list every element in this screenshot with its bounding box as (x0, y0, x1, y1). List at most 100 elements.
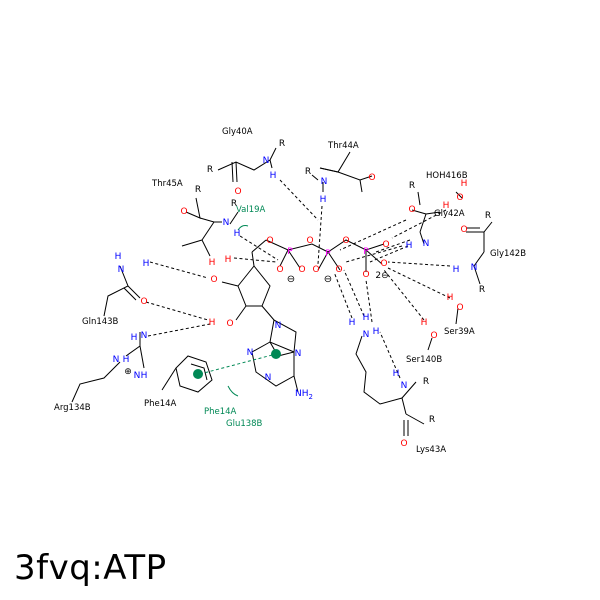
svg-text:R: R (195, 185, 201, 195)
svg-text:H: H (349, 318, 356, 328)
svg-text:O: O (456, 193, 463, 203)
svg-text:R: R (207, 165, 213, 175)
svg-text:O: O (210, 275, 217, 285)
svg-text:N: N (247, 348, 254, 358)
svg-text:O: O (408, 205, 415, 215)
svg-text:H: H (421, 318, 428, 328)
svg-text:H: H (123, 355, 130, 365)
svg-text:2⊖: 2⊖ (375, 271, 388, 281)
label-val19a: Val19A (236, 205, 266, 215)
svg-text:O: O (234, 187, 241, 197)
label-thr45a: Thr45A (151, 179, 183, 189)
svg-text:O: O (312, 265, 319, 275)
svg-text:H: H (270, 171, 277, 181)
bond-skeleton (71, 147, 493, 436)
svg-text:P: P (325, 249, 331, 259)
label-gly40a: Gly40A (222, 127, 253, 137)
svg-text:P: P (287, 247, 293, 257)
label-hoh416b: HOH416B (426, 171, 468, 181)
label-arg134b: Arg134B (54, 403, 91, 413)
svg-text:H: H (209, 318, 216, 328)
svg-text:N: N (263, 156, 270, 166)
label-gly142b: Gly142B (490, 249, 526, 259)
label-glu138b: Glu138B (226, 419, 263, 429)
svg-text:R: R (423, 377, 429, 387)
svg-text:N: N (423, 239, 430, 249)
svg-text:H: H (363, 313, 370, 323)
glu138b-contact-arc (227, 385, 239, 397)
r-groups: R R R R R R R R R R (195, 139, 491, 425)
svg-text:H: H (209, 258, 216, 268)
svg-text:O: O (382, 240, 389, 250)
svg-text:H: H (320, 195, 327, 205)
diagram-title: 3fvq:ATP (14, 548, 167, 588)
svg-text:N: N (223, 218, 230, 228)
svg-text:O: O (380, 259, 387, 269)
label-phe14a-contact: Phe14A (204, 407, 237, 417)
svg-text:O: O (276, 265, 283, 275)
svg-text:R: R (231, 199, 237, 209)
label-gln143b: Gln143B (82, 317, 119, 327)
svg-text:R: R (305, 167, 311, 177)
svg-text:H: H (115, 252, 122, 262)
residue-labels: Gly40A Thr44A Thr45A HOH416B Gly42A Gly1… (54, 127, 526, 455)
svg-text:N: N (118, 265, 125, 275)
svg-text:H: H (461, 179, 468, 189)
adenine-ring-centroid (271, 349, 281, 359)
svg-text:NH2: NH2 (295, 389, 313, 401)
hydrophobic-contact-line (199, 353, 277, 375)
svg-text:⊖: ⊖ (287, 274, 295, 285)
svg-text:N: N (471, 263, 478, 273)
svg-text:O: O (400, 439, 407, 449)
svg-text:H: H (447, 293, 454, 303)
svg-text:H: H (453, 265, 460, 275)
svg-text:H: H (393, 369, 400, 379)
svg-text:O: O (430, 331, 437, 341)
svg-text:N: N (321, 177, 328, 187)
svg-text:N: N (275, 321, 282, 331)
hydrogen-bonds (145, 179, 451, 379)
svg-text:R: R (279, 139, 285, 149)
svg-text:O: O (342, 236, 349, 246)
label-ser140b: Ser140B (406, 355, 442, 365)
hydrophobic-labels: Val19A Phe14A Glu138B (204, 205, 266, 429)
svg-text:O: O (460, 225, 467, 235)
svg-text:H: H (141, 371, 148, 381)
svg-text:O: O (306, 236, 313, 246)
svg-text:H: H (143, 259, 150, 269)
svg-text:N: N (363, 330, 370, 340)
label-thr44a: Thr44A (327, 141, 359, 151)
svg-text:O: O (180, 207, 187, 217)
phosphorus-atoms: P P P (287, 247, 369, 259)
svg-text:N: N (141, 331, 148, 341)
oxygen-atoms: O O O H O H O H O O O O O O O O O O O O … (140, 173, 467, 449)
svg-text:O: O (335, 265, 342, 275)
label-phe14a: Phe14A (144, 399, 177, 409)
svg-text:O: O (140, 297, 147, 307)
svg-text:H: H (225, 255, 232, 265)
svg-text:O: O (226, 319, 233, 329)
svg-text:O: O (362, 270, 369, 280)
phe-ring-centroid (193, 369, 203, 379)
svg-text:O: O (456, 303, 463, 313)
svg-text:R: R (429, 415, 435, 425)
svg-text:O: O (298, 265, 305, 275)
phosphate-charges: ⊖ ⊖ 2⊖ (287, 271, 389, 285)
val19a-contact-arc (237, 225, 249, 231)
svg-text:N: N (265, 373, 272, 383)
svg-text:H: H (443, 201, 450, 211)
svg-text:N: N (113, 355, 120, 365)
svg-text:⊖: ⊖ (324, 274, 332, 285)
svg-text:H: H (131, 333, 138, 343)
svg-text:O: O (368, 173, 375, 183)
arg-charge-plus: ⊕ (124, 367, 132, 377)
svg-text:H: H (406, 241, 413, 251)
label-ser39a: Ser39A (444, 327, 475, 337)
svg-text:H: H (373, 327, 380, 337)
svg-text:P: P (363, 247, 369, 257)
svg-text:H: H (234, 229, 241, 239)
svg-text:R: R (479, 285, 485, 295)
label-lys43a: Lys43A (416, 445, 446, 455)
label-gly42a: Gly42A (434, 209, 465, 219)
